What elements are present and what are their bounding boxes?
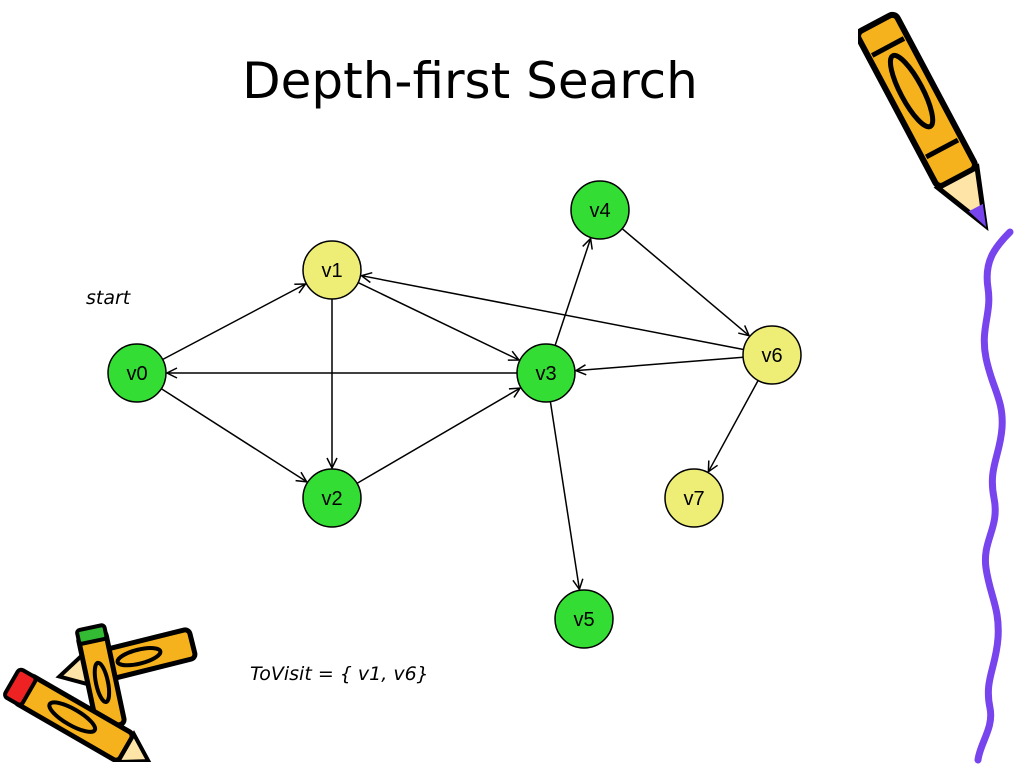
node-label-v3: v3 (535, 363, 556, 385)
edge-v6-v1 (362, 276, 744, 351)
node-label-v6: v6 (761, 345, 782, 367)
start-label: start (86, 287, 131, 309)
node-label-v2: v2 (321, 488, 342, 510)
edge-v3-v5 (549, 401, 579, 590)
node-circle-v7 (664, 468, 724, 528)
node-v6: v6 (742, 325, 802, 385)
edge-v0-v1 (162, 284, 306, 361)
node-label-v5: v5 (573, 609, 594, 631)
pencil-icon (858, 11, 989, 232)
node-v3: v3 (516, 343, 576, 403)
edge-v3-v4 (554, 239, 591, 346)
nodes-layer: v0 v1 v2 v3 v4 v5 v6 v7 (107, 180, 802, 649)
edge-v2-v3 (356, 388, 520, 485)
node-circle-v6 (742, 325, 802, 385)
node-v7: v7 (664, 468, 724, 528)
edge-v4-v6 (621, 228, 749, 336)
node-v5: v5 (554, 589, 614, 649)
edge-v6-v7 (708, 380, 759, 472)
squiggle-border (974, 228, 1014, 764)
node-label-v0: v0 (126, 363, 147, 385)
node-label-v7: v7 (683, 488, 704, 510)
node-circle-v3 (516, 343, 576, 403)
node-v4: v4 (570, 180, 630, 240)
edges-layer (160, 228, 759, 590)
node-label-v1: v1 (321, 260, 342, 282)
node-circle-v5 (554, 589, 614, 649)
node-circle-v2 (302, 468, 362, 528)
node-v2: v2 (302, 468, 362, 528)
slide-title: Depth-first Search (242, 52, 698, 110)
pencils-icon (3, 623, 198, 762)
edge-v1-v3 (357, 281, 519, 360)
tovisit-text: ToVisit = { v1, v6} (250, 663, 429, 685)
node-circle-v0 (107, 343, 167, 403)
node-label-v4: v4 (589, 200, 610, 222)
edge-v6-v3 (576, 356, 744, 370)
node-v1: v1 (302, 240, 362, 300)
node-v0: v0 (107, 343, 167, 403)
node-circle-v4 (570, 180, 630, 240)
node-circle-v1 (302, 240, 362, 300)
edge-v0-v2 (160, 388, 306, 482)
